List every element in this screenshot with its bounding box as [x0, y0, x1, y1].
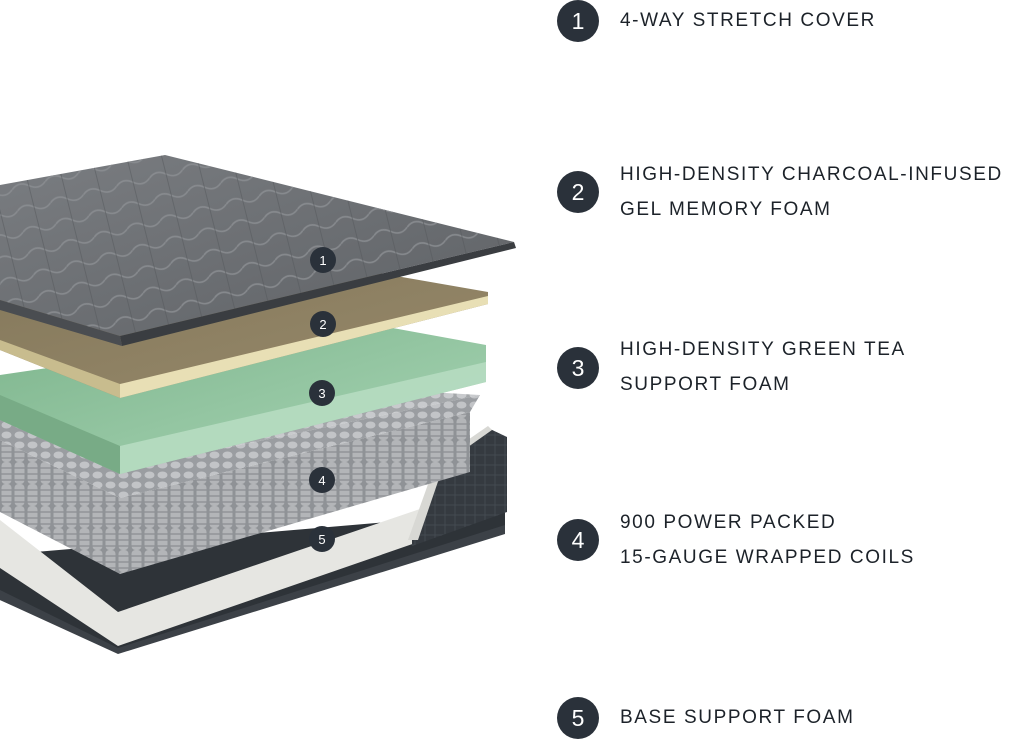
layer-marker-1: 1: [310, 247, 336, 273]
legend-label-3: HIGH-DENSITY GREEN TEA SUPPORT FOAM: [620, 339, 906, 395]
svg-text:4: 4: [318, 473, 325, 488]
layer-marker-3: 3: [309, 380, 335, 406]
legend-badge-2: 2: [557, 171, 599, 213]
legend-label-5: BASE SUPPORT FOAM: [620, 707, 855, 728]
legend-label-2: HIGH-DENSITY CHARCOAL-INFUSED GEL MEMORY…: [620, 164, 1003, 220]
layer-marker-4: 4: [309, 467, 335, 493]
legend-label-1: 4-WAY STRETCH COVER: [620, 10, 876, 31]
legend-label-4: 900 POWER PACKED 15-GAUGE WRAPPED COILS: [620, 512, 915, 568]
layer-marker-5: 5: [309, 526, 335, 552]
layer-marker-2: 2: [310, 311, 336, 337]
legend-badge-5: 5: [557, 697, 599, 739]
svg-text:5: 5: [318, 532, 325, 547]
svg-text:1: 1: [319, 253, 326, 268]
cover-layer: [0, 155, 516, 346]
legend-badge-1: 1: [557, 0, 599, 42]
svg-text:3: 3: [318, 386, 325, 401]
legend-badge-3: 3: [557, 347, 599, 389]
legend-badge-4: 4: [557, 519, 599, 561]
svg-text:2: 2: [319, 317, 326, 332]
